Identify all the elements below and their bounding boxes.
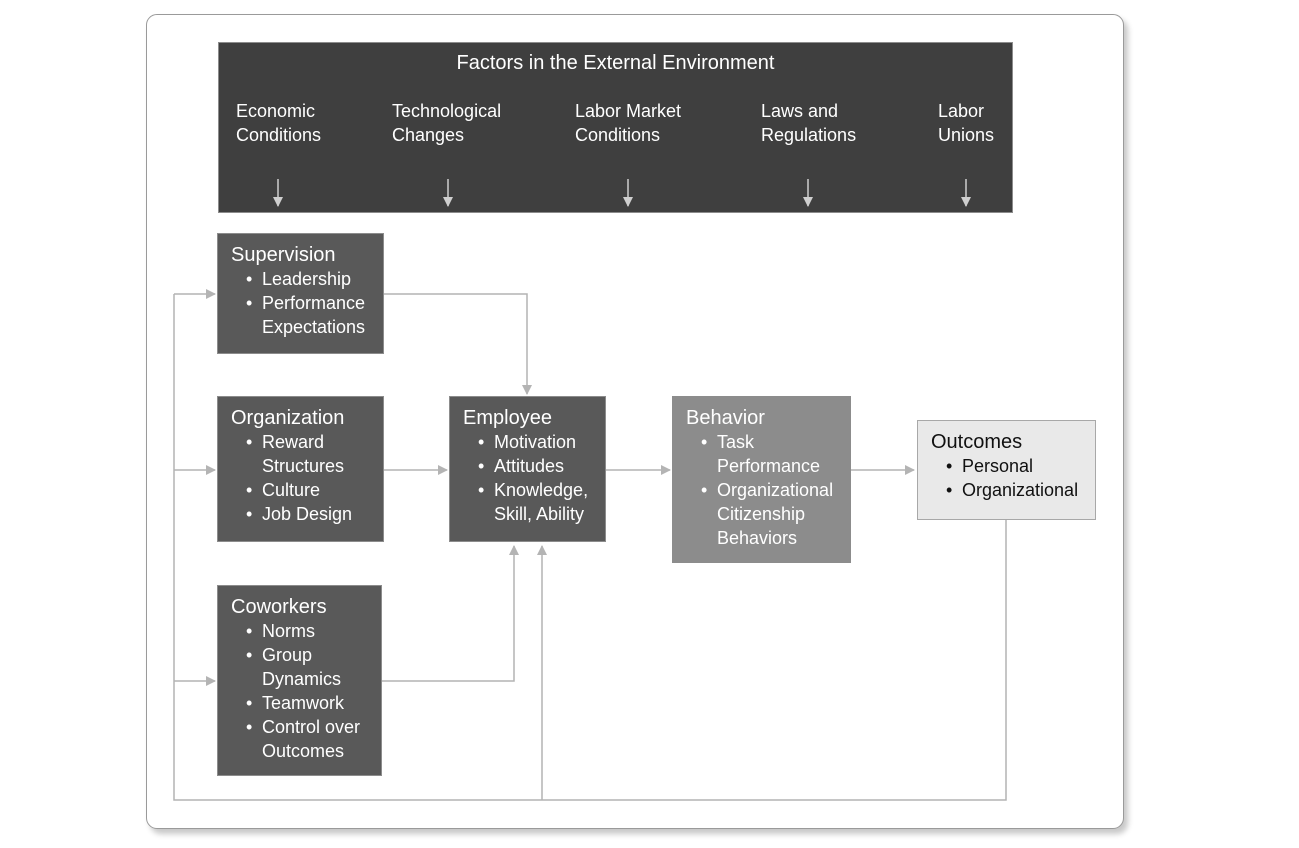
coworkers-item-line: Control over	[262, 717, 361, 737]
external-environment-panel: Factors in the External Environment Econ…	[218, 42, 1013, 213]
behavior-item-line: Performance	[717, 456, 821, 476]
organization-item: Job Design	[231, 502, 383, 526]
employee-box: Employee MotivationAttitudesKnowledge, Sk…	[449, 396, 606, 542]
coworkers-list: NormsGroupDynamicsTeamworkControl overOu…	[231, 619, 381, 763]
supervision-item: Leadership	[231, 267, 383, 291]
supervision-item-line: Performance	[262, 293, 366, 313]
supervision-item-line: Expectations	[262, 317, 366, 337]
factor-economic-conditions: Economic Conditions	[236, 101, 322, 145]
factor-technological-changes: Technological Changes	[392, 101, 502, 145]
employee-title: Employee	[463, 407, 552, 429]
outcomes-box: Outcomes PersonalOrganizational	[917, 420, 1096, 520]
employee-item: Knowledge, Skill, Ability	[463, 478, 605, 526]
employee-item-line: Knowledge,	[494, 480, 589, 500]
coworkers-item-line: Outcomes	[262, 741, 345, 761]
factor-labor-unions: Labor Unions	[938, 101, 995, 145]
coworkers-title: Coworkers	[231, 596, 327, 618]
organization-box: Organization RewardStructuresCultureJob …	[217, 396, 384, 542]
employee-list: MotivationAttitudesKnowledge, Skill, Abil…	[463, 430, 605, 526]
coworkers-box: Coworkers NormsGroupDynamicsTeamworkCont…	[217, 585, 382, 776]
supervision-box: Supervision LeadershipPerformanceExpecta…	[217, 233, 384, 354]
behavior-item-line: Behaviors	[717, 528, 798, 548]
supervision-item-line: Leadership	[262, 269, 352, 289]
behavior-title: Behavior	[686, 407, 765, 429]
behavior-item-line: Organizational	[717, 480, 834, 500]
organization-item-line: Reward	[262, 432, 325, 452]
factor-laws-and-regulations: Laws and Regulations	[761, 101, 857, 145]
organization-item-line: Structures	[262, 456, 345, 476]
coworkers-item-line: Norms	[262, 621, 315, 641]
behavior-item-line: Citizenship	[717, 504, 806, 524]
behavior-item-line: Task	[717, 432, 755, 452]
organization-item: Culture	[231, 478, 383, 502]
coworkers-item-line: Group	[262, 645, 313, 665]
outcomes-item-line: Personal	[962, 456, 1034, 476]
outcomes-list: PersonalOrganizational	[931, 454, 1095, 502]
external-environment-title: Factors in the External Environment	[456, 52, 775, 74]
factor-labor-market-conditions: Labor Market Conditions	[575, 101, 682, 145]
outcomes-title: Outcomes	[931, 431, 1023, 453]
coworkers-item: Norms	[231, 619, 381, 643]
behavior-box: Behavior TaskPerformanceOrganizationalCi…	[672, 396, 851, 563]
organization-item-line: Job Design	[262, 504, 353, 524]
employee-item-line: Skill, Ability	[494, 504, 585, 524]
coworkers-item-line: Dynamics	[262, 669, 342, 689]
supervision-title: Supervision	[231, 244, 336, 266]
employee-item-line: Motivation	[494, 432, 577, 452]
factor-arrows	[273, 179, 971, 207]
outcomes-item-line: Organizational	[962, 480, 1079, 500]
employee-item-line: Attitudes	[494, 456, 565, 476]
outcomes-item: Personal	[931, 454, 1095, 478]
organization-title: Organization	[231, 407, 345, 429]
employee-item: Attitudes	[463, 454, 605, 478]
behavior-list: TaskPerformanceOrganizationalCitizenship…	[686, 430, 850, 550]
organization-item-line: Culture	[262, 480, 321, 500]
supervision-list: LeadershipPerformanceExpectations	[231, 267, 383, 339]
coworkers-item: Teamwork	[231, 691, 381, 715]
employee-item: Motivation	[463, 430, 605, 454]
outcomes-item: Organizational	[931, 478, 1095, 502]
organization-list: RewardStructuresCultureJob Design	[231, 430, 383, 526]
coworkers-item-line: Teamwork	[262, 693, 345, 713]
